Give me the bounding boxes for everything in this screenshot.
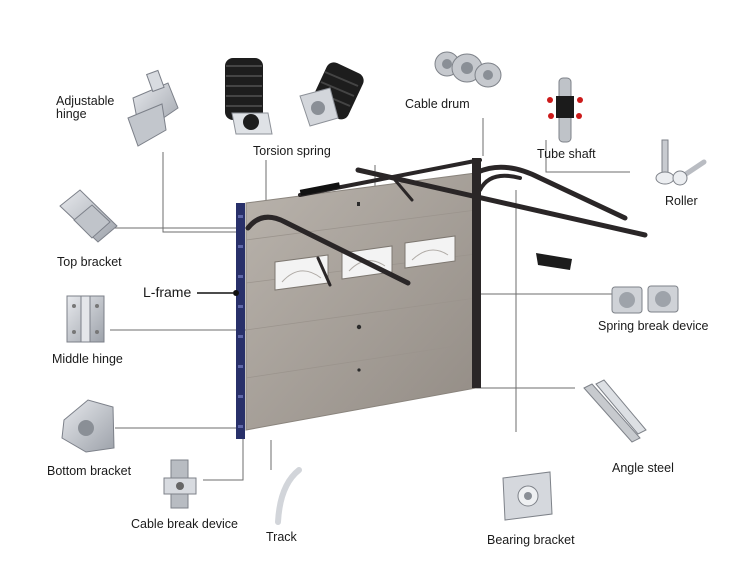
angle-steel-part: [583, 379, 647, 443]
label-bearing-bracket: Bearing bracket: [487, 533, 575, 547]
label-spring-break-device: Spring break device: [598, 319, 709, 333]
door-panel: [245, 172, 477, 431]
label-cable-break-device: Cable break device: [131, 517, 239, 531]
label-cable-drum: Cable drum: [405, 97, 470, 111]
torsion-spring-on-door: [299, 182, 341, 196]
spring-break-block: [536, 253, 572, 270]
top-bracket-part: [59, 189, 118, 243]
label-top-bracket: Top bracket: [57, 255, 122, 269]
cable-drum-part: [434, 51, 502, 88]
bearing-bracket-part: [502, 471, 553, 521]
middle-hinge-part: [66, 295, 105, 343]
label-bottom-bracket: Bottom bracket: [47, 464, 132, 478]
l-frame: [236, 203, 245, 439]
label-adjustable-hinge: Adjustable hinge: [56, 94, 115, 121]
label-angle-steel: Angle steel: [612, 461, 674, 475]
torsion-spring-part: [225, 58, 364, 135]
l-frame-marker: [233, 290, 239, 296]
cable-break-device-part: [163, 459, 197, 509]
label-middle-hinge: Middle hinge: [52, 352, 123, 366]
bottom-bracket-part: [61, 399, 115, 453]
track-part: [275, 467, 302, 525]
label-roller: Roller: [665, 194, 698, 208]
label-l-frame: L-frame: [143, 284, 192, 300]
label-track: Track: [266, 530, 297, 544]
label-torsion-spring: Torsion spring: [253, 144, 331, 158]
tube-shaft-part: [547, 77, 583, 143]
door-lock: [356, 202, 362, 372]
spring-break-device-part: [611, 285, 679, 314]
label-tube-shaft: Tube shaft: [537, 147, 596, 161]
roller-part: [655, 139, 707, 186]
right-vertical-track: [472, 158, 481, 388]
adjustable-hinge-part: [127, 69, 179, 147]
horizontal-tracks: [245, 158, 648, 287]
